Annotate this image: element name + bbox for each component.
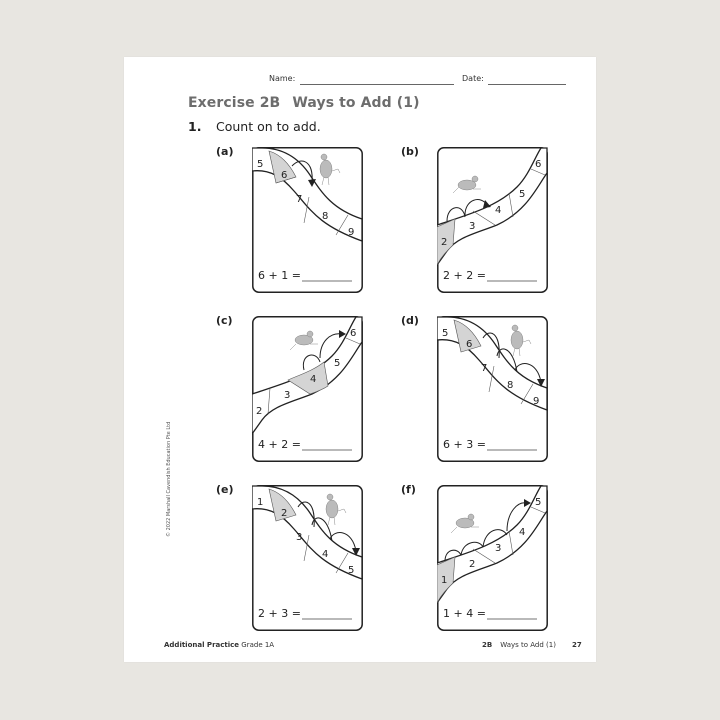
equation: 2 + 2 = xyxy=(443,269,486,282)
cell-3: 3 xyxy=(296,532,302,543)
instruction: 1. Count on to add. xyxy=(188,119,321,134)
exercise-topic: Ways to Add (1) xyxy=(292,95,420,111)
cell-2: 3 xyxy=(469,221,475,232)
footer-book: Additional Practice Grade 1A xyxy=(164,641,274,649)
equation: 2 + 3 = xyxy=(258,607,301,620)
cell-2: 6 xyxy=(281,170,287,181)
question-card-c: 2 3 4 5 6 4 + 2 = xyxy=(252,316,363,462)
number-path-diagram: 2 3 4 5 6 4 + 2 = xyxy=(252,316,363,462)
cell-4: 8 xyxy=(322,211,328,222)
question-card-a: 5 6 7 8 9 6 + 1 = xyxy=(252,147,363,293)
question-label-c: (c) xyxy=(216,314,233,327)
exercise-title: Exercise 2B Ways to Add (1) xyxy=(188,95,420,111)
number-path-diagram: 2 3 4 5 6 2 + 2 = xyxy=(437,147,548,293)
cell-1: 2 xyxy=(441,237,447,248)
exercise-number: Exercise 2B xyxy=(188,95,281,111)
cell-3: 4 xyxy=(310,374,316,385)
name-date-bar: Name: Date: xyxy=(124,74,596,88)
cell-5: 5 xyxy=(535,497,541,508)
frog-icon xyxy=(450,513,479,534)
cell-1: 2 xyxy=(256,406,262,417)
number-path-diagram: 1 2 3 4 5 1 + 4 = xyxy=(437,485,548,631)
number-path-diagram: 1 2 3 4 5 2 + 3 = xyxy=(252,485,363,631)
cell-4: 4 xyxy=(322,549,328,560)
number-path-diagram: 5 6 7 8 9 6 + 1 = xyxy=(252,147,363,293)
cell-4: 5 xyxy=(334,358,340,369)
footer-book-title: Additional Practice xyxy=(164,641,240,649)
cell-3: 3 xyxy=(495,543,501,554)
frog-icon xyxy=(319,153,341,186)
cell-2: 6 xyxy=(466,339,472,350)
cell-2: 2 xyxy=(281,508,287,519)
question-label-d: (d) xyxy=(401,314,419,327)
cell-5: 9 xyxy=(348,227,354,238)
cell-2: 3 xyxy=(284,390,290,401)
cell-4: 5 xyxy=(519,189,525,200)
instruction-number: 1. xyxy=(188,119,202,134)
cell-1: 1 xyxy=(441,575,447,586)
cell-3: 4 xyxy=(495,205,501,216)
hop-arrow xyxy=(291,160,313,184)
question-label-f: (f) xyxy=(401,483,416,496)
equation: 4 + 2 = xyxy=(258,438,301,451)
cell-5: 6 xyxy=(535,159,541,170)
question-card-d: 5 6 7 8 9 6 + 3 = xyxy=(437,316,548,462)
footer-grade: Grade 1A xyxy=(241,641,275,649)
frog-icon xyxy=(325,493,347,526)
cell-2: 2 xyxy=(469,559,475,570)
frog-icon xyxy=(289,330,318,351)
page-number: 27 xyxy=(572,641,582,649)
footer-section: 2B Ways to Add (1) xyxy=(482,641,556,649)
name-field[interactable] xyxy=(300,84,454,85)
footer-section-code: 2B xyxy=(482,641,493,649)
cell-1: 5 xyxy=(442,328,448,339)
cell-5: 9 xyxy=(533,396,539,407)
question-card-e: 1 2 3 4 5 2 + 3 = xyxy=(252,485,363,631)
copyright-text: © 2022 Marshall Cavendish Education Pte … xyxy=(166,421,172,537)
cell-3: 7 xyxy=(481,363,487,374)
cell-4: 8 xyxy=(507,380,513,391)
question-label-b: (b) xyxy=(401,145,419,158)
footer-section-title: Ways to Add (1) xyxy=(500,641,556,649)
date-field[interactable] xyxy=(488,84,566,85)
cell-3: 7 xyxy=(296,194,302,205)
equation: 6 + 3 = xyxy=(443,438,486,451)
equation: 1 + 4 = xyxy=(443,607,486,620)
cell-4: 4 xyxy=(519,527,525,538)
hop-arrow xyxy=(514,363,542,383)
hop-arrow xyxy=(329,532,357,552)
question-card-f: 1 2 3 4 5 1 + 4 = xyxy=(437,485,548,631)
cell-1: 5 xyxy=(257,159,263,170)
instruction-text: Count on to add. xyxy=(216,119,321,134)
question-card-b: 2 3 4 5 6 2 + 2 = xyxy=(437,147,548,293)
cell-1: 1 xyxy=(257,497,263,508)
cell-5: 5 xyxy=(348,565,354,576)
cell-5: 6 xyxy=(350,328,356,339)
number-path-diagram: 5 6 7 8 9 6 + 3 = xyxy=(437,316,548,462)
question-label-a: (a) xyxy=(216,145,234,158)
date-label: Date: xyxy=(462,74,484,83)
frog-icon xyxy=(510,324,532,357)
name-label: Name: xyxy=(269,74,296,83)
question-label-e: (e) xyxy=(216,483,234,496)
frog-icon xyxy=(452,175,481,194)
worksheet-page: Name: Date: Exercise 2B Ways to Add (1) 1… xyxy=(124,57,596,662)
equation: 6 + 1 = xyxy=(258,269,301,282)
